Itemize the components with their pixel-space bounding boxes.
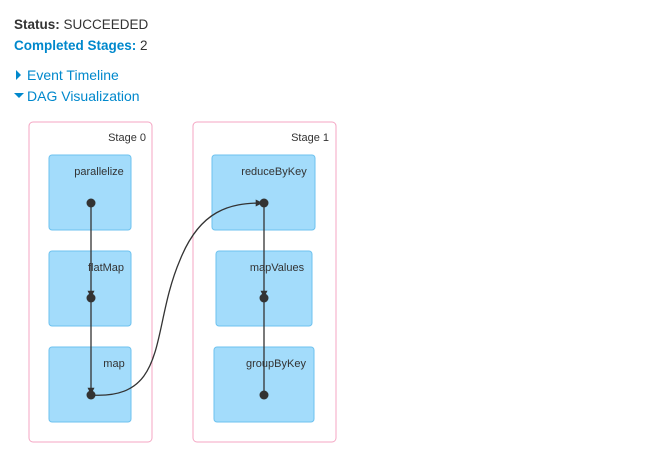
arrow-down-icon [14,91,24,101]
op-reducebykey[interactable]: reduceByKey [211,154,316,231]
completed-stages: Completed Stages: 2 [14,38,148,53]
event-timeline-label: Event Timeline [27,67,119,83]
op-map[interactable]: map [48,346,132,423]
completed-stages-link[interactable]: Completed Stages: [14,38,137,53]
op-mapvalues-label: mapValues [250,262,305,274]
node-groupbykey[interactable] [259,390,269,400]
stage-1-label: Stage 1 [291,132,329,144]
event-timeline-toggle[interactable]: Event Timeline [14,67,119,83]
op-groupbykey-label: groupByKey [246,358,306,370]
edge-map-reducebykey [90,199,263,396]
op-map-label: map [103,358,124,370]
op-parallelize-label: parallelize [74,166,124,178]
op-parallelize-box [48,154,132,231]
job-status: Status: SUCCEEDED [14,17,148,32]
dag-edges [87,199,268,396]
dag-nodes [86,198,269,400]
op-flatmap-label: flatMap [88,262,124,274]
node-parallelize[interactable] [86,198,96,208]
op-flatmap-box [48,250,132,327]
status-label: Status: [14,17,60,32]
stage-0[interactable]: Stage 0 parallelize flatMap map [28,121,153,443]
op-parallelize[interactable]: parallelize [48,154,132,231]
arrow-right-icon [14,70,24,80]
stage-0-box [28,121,153,443]
status-value: SUCCEEDED [63,17,149,32]
dag-visualization-toggle[interactable]: DAG Visualization [14,88,140,104]
op-reducebykey-label: reduceByKey [241,166,307,178]
dag-visualization-label: DAG Visualization [27,88,140,104]
node-map[interactable] [86,390,96,400]
node-flatmap[interactable] [86,293,96,303]
op-flatmap[interactable]: flatMap [48,250,132,327]
node-reducebykey[interactable] [259,198,269,208]
stage-0-label: Stage 0 [108,132,146,144]
completed-stages-count: 2 [140,38,148,53]
stage-1-box [192,121,337,443]
node-mapvalues[interactable] [259,293,269,303]
op-map-box [48,346,132,423]
